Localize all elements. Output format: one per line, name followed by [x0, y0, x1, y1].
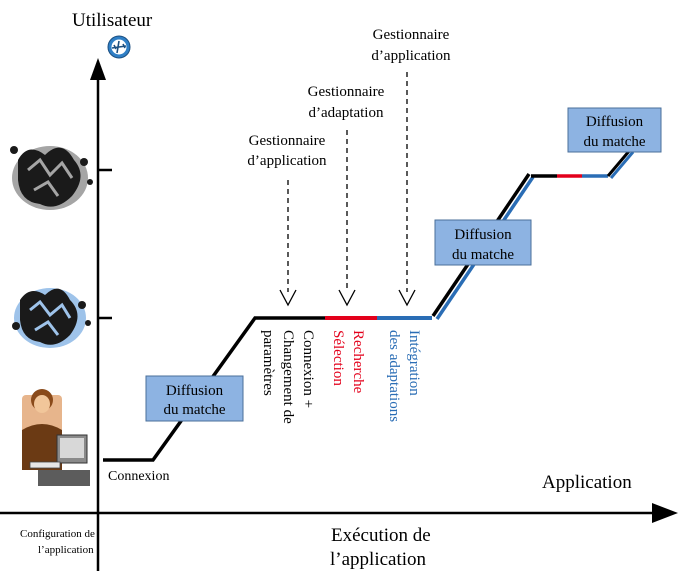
x-axis-label-line1: Exécution de: [331, 525, 431, 546]
vertical-black-line3: paramètres: [260, 330, 276, 396]
vertical-red-line2: Sélection: [330, 330, 346, 386]
manager-2-line2: d’adaptation: [309, 105, 384, 121]
trajectory-black-final: [606, 149, 632, 177]
diffusion-box-1: Diffusion du matche: [145, 375, 244, 422]
diffusion-box-2-line2: du matche: [452, 247, 514, 263]
manager-label-application-2: Gestionnaire d’application: [371, 27, 451, 64]
connexion-label: Connexion: [108, 469, 169, 484]
manager-1-line2: d’application: [247, 153, 327, 169]
vertical-label-black: Connexion + Changement de paramètres: [260, 330, 316, 424]
dashed-arrow-3-head: [398, 289, 416, 307]
vertical-red-line1: Recherche: [350, 330, 366, 394]
manager-label-adaptation: Gestionnaire d’adaptation: [308, 84, 385, 121]
diffusion-box-3-line1: Diffusion: [586, 114, 644, 130]
manager-1-line1: Gestionnaire: [249, 133, 326, 149]
juggler-gray-icon: [10, 146, 93, 210]
vertical-blue-line1: Intégration: [406, 330, 422, 396]
office-worker-icon: [22, 389, 90, 486]
diffusion-box-1-line1: Diffusion: [166, 383, 224, 399]
dashed-arrow-1-head: [279, 289, 297, 307]
airplane-badge-icon: [107, 35, 131, 59]
y-axis: [90, 58, 112, 571]
vertical-black-line2: Changement de: [280, 330, 296, 424]
manager-2-line1: Gestionnaire: [308, 84, 385, 100]
diffusion-box-2-line1: Diffusion: [454, 227, 512, 243]
diffusion-box-1-line2: du matche: [163, 402, 225, 418]
manager-3-line2: d’application: [371, 48, 451, 64]
application-label: Application: [542, 472, 632, 493]
diffusion-box-3-line2: du matche: [583, 134, 645, 150]
diffusion-box-3: Diffusion du matche: [567, 107, 662, 153]
vertical-black-line1: Connexion +: [300, 330, 316, 408]
trajectory-blue-final: [609, 151, 635, 179]
vertical-blue-line2: des adaptations: [386, 330, 402, 422]
x-axis: [0, 503, 678, 523]
manager-label-application-1: Gestionnaire d’application: [247, 133, 327, 169]
x-axis-label-line2: l’application: [330, 549, 427, 570]
juggler-blue-icon: [12, 288, 91, 348]
origin-label-line1: Configuration de: [20, 528, 95, 540]
manager-3-line1: Gestionnaire: [373, 27, 450, 43]
y-axis-label: Utilisateur: [72, 10, 153, 31]
diffusion-box-2: Diffusion du matche: [434, 219, 532, 266]
vertical-label-blue: Intégration des adaptations: [386, 330, 422, 422]
origin-label-line2: l’application: [38, 544, 94, 556]
dashed-arrows: [279, 72, 416, 307]
dashed-arrow-2-head: [338, 289, 356, 307]
vertical-label-red: Recherche Sélection: [330, 330, 366, 394]
